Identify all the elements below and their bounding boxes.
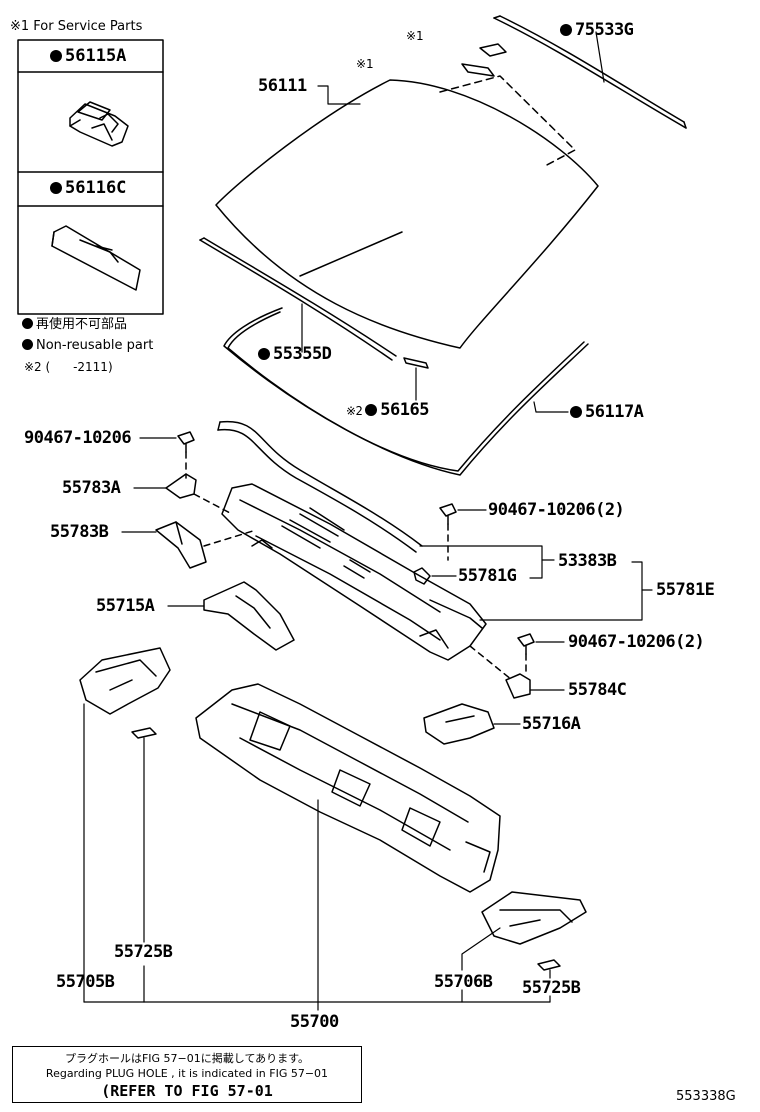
bracket-55784c-drawing xyxy=(505,673,531,699)
label-90467-2[interactable]: 90467-10206(2) xyxy=(488,500,625,520)
fasteners-90467-drawing xyxy=(177,431,535,655)
assembly-dashed-lines xyxy=(185,451,527,681)
label-55706b[interactable]: 55706B xyxy=(434,972,493,992)
pad-56116c-drawing xyxy=(51,225,141,291)
service-parts-note: ※1 For Service Parts xyxy=(10,19,143,34)
bracket-55706b-drawing xyxy=(481,891,587,945)
non-reusable-dot-icon xyxy=(22,339,33,350)
non-reusable-dot-icon xyxy=(365,404,378,416)
label-55715a[interactable]: 55715A xyxy=(96,596,155,616)
label-55725b-right[interactable]: 55725B xyxy=(522,978,581,998)
non-reusable-dot-icon xyxy=(22,318,33,329)
service-parts-box xyxy=(17,39,164,315)
windshield-56111-drawing xyxy=(215,75,599,349)
label-55784c[interactable]: 55784C xyxy=(568,680,627,700)
molding-75533g-drawing xyxy=(493,15,687,129)
non-reusable-dot-icon xyxy=(560,24,572,36)
service-clip-1 xyxy=(479,43,507,57)
dam-56117a-drawing xyxy=(223,307,589,476)
service-part-b-label[interactable]: 56116C xyxy=(50,178,126,198)
label-55725b-left[interactable]: 55725B xyxy=(114,942,173,962)
clip-56115a-drawing xyxy=(69,101,129,147)
mark-service-1b: ※1 xyxy=(356,57,374,71)
figure-id: 553338G xyxy=(676,1089,736,1104)
label-55355d[interactable]: 55355D xyxy=(258,346,332,363)
leader-lines xyxy=(83,31,653,1011)
non-reusable-dot-icon xyxy=(570,406,582,418)
mark-2: ※2 xyxy=(346,404,363,418)
footer-note-en: Regarding PLUG HOLE , it is indicated in… xyxy=(45,1067,329,1080)
legend-jp: 再使用不可部品 xyxy=(22,318,127,331)
spacer-56165-drawing xyxy=(403,357,429,369)
label-55783a[interactable]: 55783A xyxy=(62,478,121,498)
non-reusable-dot-icon xyxy=(258,348,270,360)
clip-55781g-drawing xyxy=(413,567,431,585)
label-55783b[interactable]: 55783B xyxy=(50,522,109,542)
label-90467-1[interactable]: 90467-10206 xyxy=(24,428,132,448)
footer-note-box: プラグホールはFIG 57−01に掲載してあります。 Regarding PLU… xyxy=(12,1046,362,1103)
label-56111[interactable]: 56111 xyxy=(258,76,307,96)
bracket-55783b-drawing xyxy=(155,521,207,569)
legend-note2: ※2 ( -2111) xyxy=(24,360,113,374)
footer-note-jp: プラグホールはFIG 57−01に掲載してあります。 xyxy=(64,1052,310,1065)
label-75533g[interactable]: 75533G xyxy=(560,22,634,39)
bracket-55716a-drawing xyxy=(423,703,495,745)
label-55781e[interactable]: 55781E xyxy=(656,580,715,600)
bracket-55705b-drawing xyxy=(79,647,171,715)
label-55716a[interactable]: 55716A xyxy=(522,714,581,734)
footer-note-ref[interactable]: (REFER TO FIG 57-01 xyxy=(101,1082,273,1100)
label-90467-3[interactable]: 90467-10206(2) xyxy=(568,632,705,652)
non-reusable-dot-icon xyxy=(50,50,62,62)
plate-55725b-left-drawing xyxy=(131,727,157,739)
label-55705b[interactable]: 55705B xyxy=(56,972,115,992)
legend-en: Non-reusable part xyxy=(22,339,153,352)
bracket-55783a-drawing xyxy=(165,473,197,499)
mark-service-1: ※1 xyxy=(406,29,424,43)
service-part-a-label[interactable]: 56115A xyxy=(50,46,126,66)
label-55700[interactable]: 55700 xyxy=(290,1012,339,1032)
hose-weatherstrip-drawing xyxy=(217,420,423,553)
label-55781g[interactable]: 55781G xyxy=(458,566,517,586)
plate-55725b-right-drawing xyxy=(537,959,561,971)
service-clip-2 xyxy=(461,63,495,77)
label-56117a[interactable]: 56117A xyxy=(570,404,644,421)
non-reusable-dot-icon xyxy=(50,182,62,194)
label-53383b[interactable]: 53383B xyxy=(558,551,617,571)
cowl-louver-55781e-drawing xyxy=(221,483,487,661)
strip-55355d-drawing xyxy=(199,237,397,361)
dash-panel-55700-drawing xyxy=(195,683,501,893)
bracket-55715a-drawing xyxy=(203,581,295,651)
